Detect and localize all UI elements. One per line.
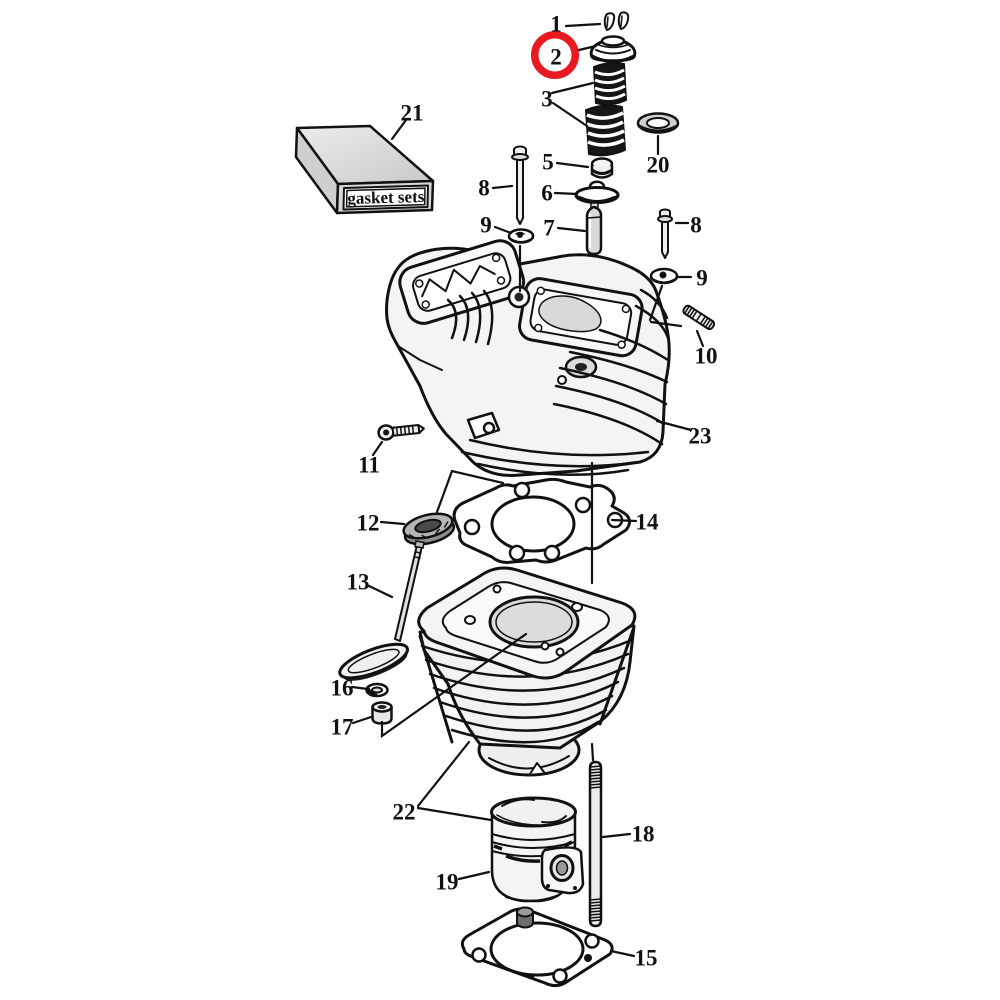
assembly-washer-right-to-head bbox=[648, 284, 664, 322]
part-label-11: 11 bbox=[358, 452, 380, 477]
part-20-washer bbox=[636, 112, 680, 134]
part-label-6: 6 bbox=[541, 180, 553, 205]
assembly-seat12-to-head bbox=[435, 469, 505, 514]
leader-15 bbox=[609, 949, 636, 958]
part-16-lock-ring bbox=[365, 682, 389, 698]
part-label-8: 8 bbox=[690, 212, 702, 237]
part-17-bushing bbox=[371, 701, 393, 725]
leader-16 bbox=[350, 685, 370, 691]
assembly-stud10-to-head bbox=[649, 320, 683, 328]
leader-12 bbox=[379, 520, 406, 526]
part-10-stud bbox=[682, 304, 716, 331]
cylinder-bore bbox=[488, 595, 580, 649]
part-label-17: 17 bbox=[331, 714, 354, 739]
highlight-circle-part-2 bbox=[531, 31, 579, 79]
leader-23 bbox=[655, 419, 693, 432]
part-19-piston bbox=[490, 796, 585, 903]
leader-3b bbox=[551, 101, 589, 128]
part-13-valve bbox=[338, 540, 425, 681]
leader-11 bbox=[371, 440, 384, 457]
part-23-cylinder-head bbox=[385, 239, 671, 477]
leader-8-left bbox=[491, 184, 514, 190]
part-label-13: 13 bbox=[347, 569, 370, 594]
part-8-right-head-bolt bbox=[657, 208, 673, 259]
leader-10 bbox=[695, 329, 705, 348]
part-label-9: 9 bbox=[480, 212, 492, 237]
part-label-23: 23 bbox=[689, 423, 712, 448]
part-label-20: 20 bbox=[647, 152, 670, 177]
part-2-spring-retainer bbox=[589, 35, 637, 63]
assembly-stud18-lower bbox=[590, 742, 595, 762]
leader-7 bbox=[556, 226, 587, 233]
leader-1 bbox=[564, 22, 602, 28]
part-1-valve-keepers bbox=[603, 11, 630, 31]
part-9-left-washer bbox=[507, 228, 535, 244]
leader-6 bbox=[553, 191, 579, 196]
part-12-valve-seat bbox=[402, 512, 456, 546]
leader-5 bbox=[555, 161, 590, 169]
leader-22a bbox=[416, 740, 471, 808]
part-label-18: 18 bbox=[632, 821, 655, 846]
part-9-right-washer bbox=[649, 267, 679, 285]
part-label-3: 3 bbox=[541, 86, 553, 111]
leader-17 bbox=[351, 715, 373, 725]
part-7-valve-guide bbox=[585, 202, 603, 256]
leader-19 bbox=[457, 870, 491, 881]
part-label-12: 12 bbox=[357, 510, 380, 535]
leader-2 bbox=[577, 44, 598, 52]
part-5-upper-collar bbox=[590, 157, 614, 179]
part-label-9: 9 bbox=[696, 265, 708, 290]
part-label-8: 8 bbox=[478, 175, 490, 200]
gasket-box-label: gasket sets bbox=[347, 187, 425, 208]
assembly-17-to-bore bbox=[380, 632, 528, 739]
part-label-5: 5 bbox=[542, 149, 554, 174]
part-label-21: 21 bbox=[401, 100, 424, 125]
part-label-22: 22 bbox=[393, 799, 416, 824]
leader-13 bbox=[367, 584, 394, 599]
part-18-cylinder-stud bbox=[588, 760, 603, 928]
part-3-valve-springs bbox=[585, 62, 627, 157]
part-label-10: 10 bbox=[695, 343, 718, 368]
part-label-19: 19 bbox=[436, 869, 459, 894]
intake-rocker-rail bbox=[398, 239, 526, 325]
part-11-screw bbox=[377, 424, 425, 441]
leader-14 bbox=[610, 518, 638, 523]
part-15-base-gasket bbox=[460, 906, 614, 988]
part-label-1: 1 bbox=[550, 11, 562, 36]
part-label-7: 7 bbox=[543, 215, 555, 240]
part-label-2: 2 bbox=[550, 44, 562, 69]
part-label-16: 16 bbox=[331, 675, 354, 700]
leader-9-left bbox=[493, 225, 513, 235]
leader-3a bbox=[550, 81, 595, 95]
leader-22b bbox=[416, 806, 493, 822]
part-label-14: 14 bbox=[636, 509, 660, 534]
leader-21 bbox=[390, 118, 408, 141]
leader-18 bbox=[601, 832, 632, 839]
part-8-left-head-bolt bbox=[511, 145, 529, 225]
part-14-head-gasket bbox=[452, 477, 631, 564]
part-6-lower-collar bbox=[574, 180, 620, 204]
part-label-15: 15 bbox=[635, 945, 658, 970]
part-22-cylinder bbox=[417, 566, 637, 777]
part-21-gasket-sets-box: gasket sets bbox=[294, 124, 435, 215]
